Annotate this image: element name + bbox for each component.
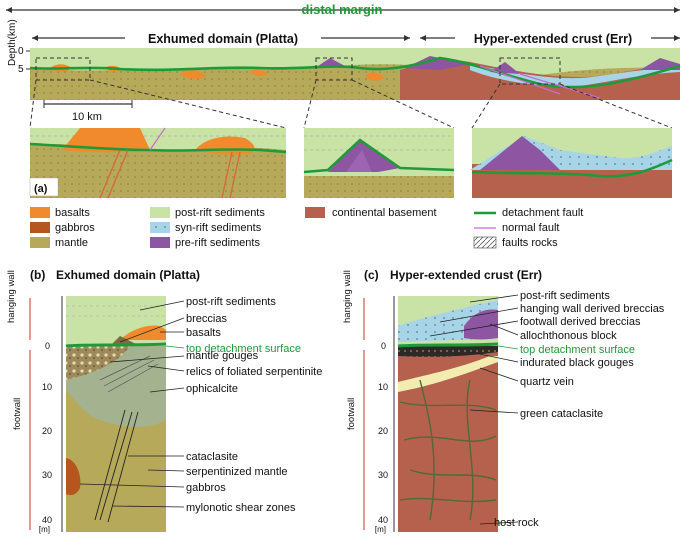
panel-c-callout-detachment: top detachment surface xyxy=(520,344,635,356)
panel-c-tick-10: 10 xyxy=(378,382,388,392)
panel-b-tick-20: 20 xyxy=(42,426,52,436)
legend-swatch-mantle xyxy=(30,237,50,248)
panel-b-callout-post-rift: post-rift sediments xyxy=(186,296,276,308)
exhumed-domain-title: Exhumed domain (Platta) xyxy=(148,32,298,46)
panel-c-tick-30: 30 xyxy=(378,470,388,480)
panel-b-callout-mylonitic: mylonotic shear zones xyxy=(186,502,296,514)
legend-gabbros: gabbros xyxy=(55,222,95,234)
panel-c-tick-40: 40 xyxy=(378,515,388,525)
panel-c-column xyxy=(397,296,499,532)
legend-swatch-basement xyxy=(305,207,325,218)
panel-b-tick-30: 30 xyxy=(42,470,52,480)
legend: basalts gabbros mantle post-rift sedimen… xyxy=(30,207,583,249)
legend-swatch-post-rift xyxy=(150,207,170,218)
zoom-box-3 xyxy=(499,57,561,85)
legend-normal-fault: normal fault xyxy=(502,222,559,234)
legend-basalts: basalts xyxy=(55,207,90,219)
legend-detachment: detachment fault xyxy=(502,207,583,219)
panel-b-callout-breccias: breccias xyxy=(186,313,227,325)
panel-b-column xyxy=(65,296,167,532)
zoom-panel-1: (a) xyxy=(29,127,287,199)
panel-c-callout-post-rift: post-rift sediments xyxy=(520,290,610,302)
panel-c-hanging-wall: hanging wall xyxy=(342,270,353,323)
panel-c-callouts: post-rift sediments hanging wall derived… xyxy=(429,290,665,529)
panel-b-callout-serpentinized: serpentinized mantle xyxy=(186,466,288,478)
legend-swatch-pre-rift xyxy=(150,237,170,248)
panel-b-tick-0: 0 xyxy=(45,341,50,351)
depth-axis-label: Depth(km) xyxy=(7,19,18,66)
panel-b-callout-serpentinite: relics of foliated serpentinite xyxy=(186,366,322,378)
panel-b-callout-gouges: mantle gouges xyxy=(186,350,259,362)
scale-bar-label: 10 km xyxy=(72,111,102,123)
panel-c-title: Hyper-extended crust (Err) xyxy=(390,268,542,282)
panel-b-callout-ophicalcite: ophicalcite xyxy=(186,383,238,395)
zoom-box-2 xyxy=(315,57,353,81)
panel-a-label: (a) xyxy=(34,183,48,195)
panel-c-unit: [m] xyxy=(375,525,386,534)
panel-c-callout-hw-breccias: hanging wall derived breccias xyxy=(520,303,665,315)
panel-b-title: Exhumed domain (Platta) xyxy=(56,268,200,282)
header-title: distal margin xyxy=(302,2,383,17)
panel-b-unit: [m] xyxy=(39,525,50,534)
legend-swatch-fault-rocks xyxy=(473,236,497,249)
zoom-box-1 xyxy=(35,57,91,81)
profile-detachment-fault xyxy=(29,56,681,89)
panel-b-tick-40: 40 xyxy=(42,515,52,525)
legend-post-rift: post-rift sediments xyxy=(175,207,265,219)
panel-c-callout-allochthonous: allochthonous block xyxy=(520,330,617,342)
legend-swatch-syn-rift xyxy=(150,222,170,233)
panel-b-footwall: footwall xyxy=(12,398,23,430)
panel-b-tick-10: 10 xyxy=(42,382,52,392)
legend-swatch-basalts xyxy=(30,207,50,218)
panel-c-callout-quartz-vein: quartz vein xyxy=(520,376,574,388)
panel-b-label: (b) xyxy=(30,268,45,282)
panel-c-tick-0: 0 xyxy=(381,341,386,351)
panel-b-callout-basalts: basalts xyxy=(186,327,221,339)
hyper-extended-title: Hyper-extended crust (Err) xyxy=(474,32,632,46)
legend-syn-rift: syn-rift sediments xyxy=(175,222,262,234)
panel-b-hanging-wall: hanging wall xyxy=(6,270,17,323)
legend-fault-rocks: faults rocks xyxy=(502,237,558,249)
panel-c-label: (c) xyxy=(364,268,379,282)
depth-tick-5: 5 xyxy=(18,64,24,75)
depth-tick-0: 0 xyxy=(18,46,24,57)
zoom-panel-3 xyxy=(470,128,673,198)
legend-pre-rift: pre-rift sediments xyxy=(175,237,260,249)
panel-c-callout-green-cataclasite: green cataclasite xyxy=(520,408,603,420)
legend-basement: continental basement xyxy=(332,207,437,219)
legend-mantle: mantle xyxy=(55,237,88,249)
panel-b-callout-detachment: top detachment surface xyxy=(186,343,301,355)
panel-b-callout-cataclasite: cataclasite xyxy=(186,451,238,463)
panel-b-callouts: post-rift sediments breccias basalts top… xyxy=(79,296,322,514)
cross-section xyxy=(29,48,681,100)
zoom-panel-2 xyxy=(303,128,455,198)
legend-swatch-gabbros xyxy=(30,222,50,233)
panel-c-callout-fw-breccias: footwall derived breccias xyxy=(520,316,641,328)
panel-c-footwall: footwall xyxy=(346,398,357,430)
panel-b-callout-gabbros: gabbros xyxy=(186,482,226,494)
panel-c-callout-black-gouges: indurated black gouges xyxy=(520,357,634,369)
panel-c-tick-20: 20 xyxy=(378,426,388,436)
panel-c-callout-host-rock: host rock xyxy=(494,517,539,529)
